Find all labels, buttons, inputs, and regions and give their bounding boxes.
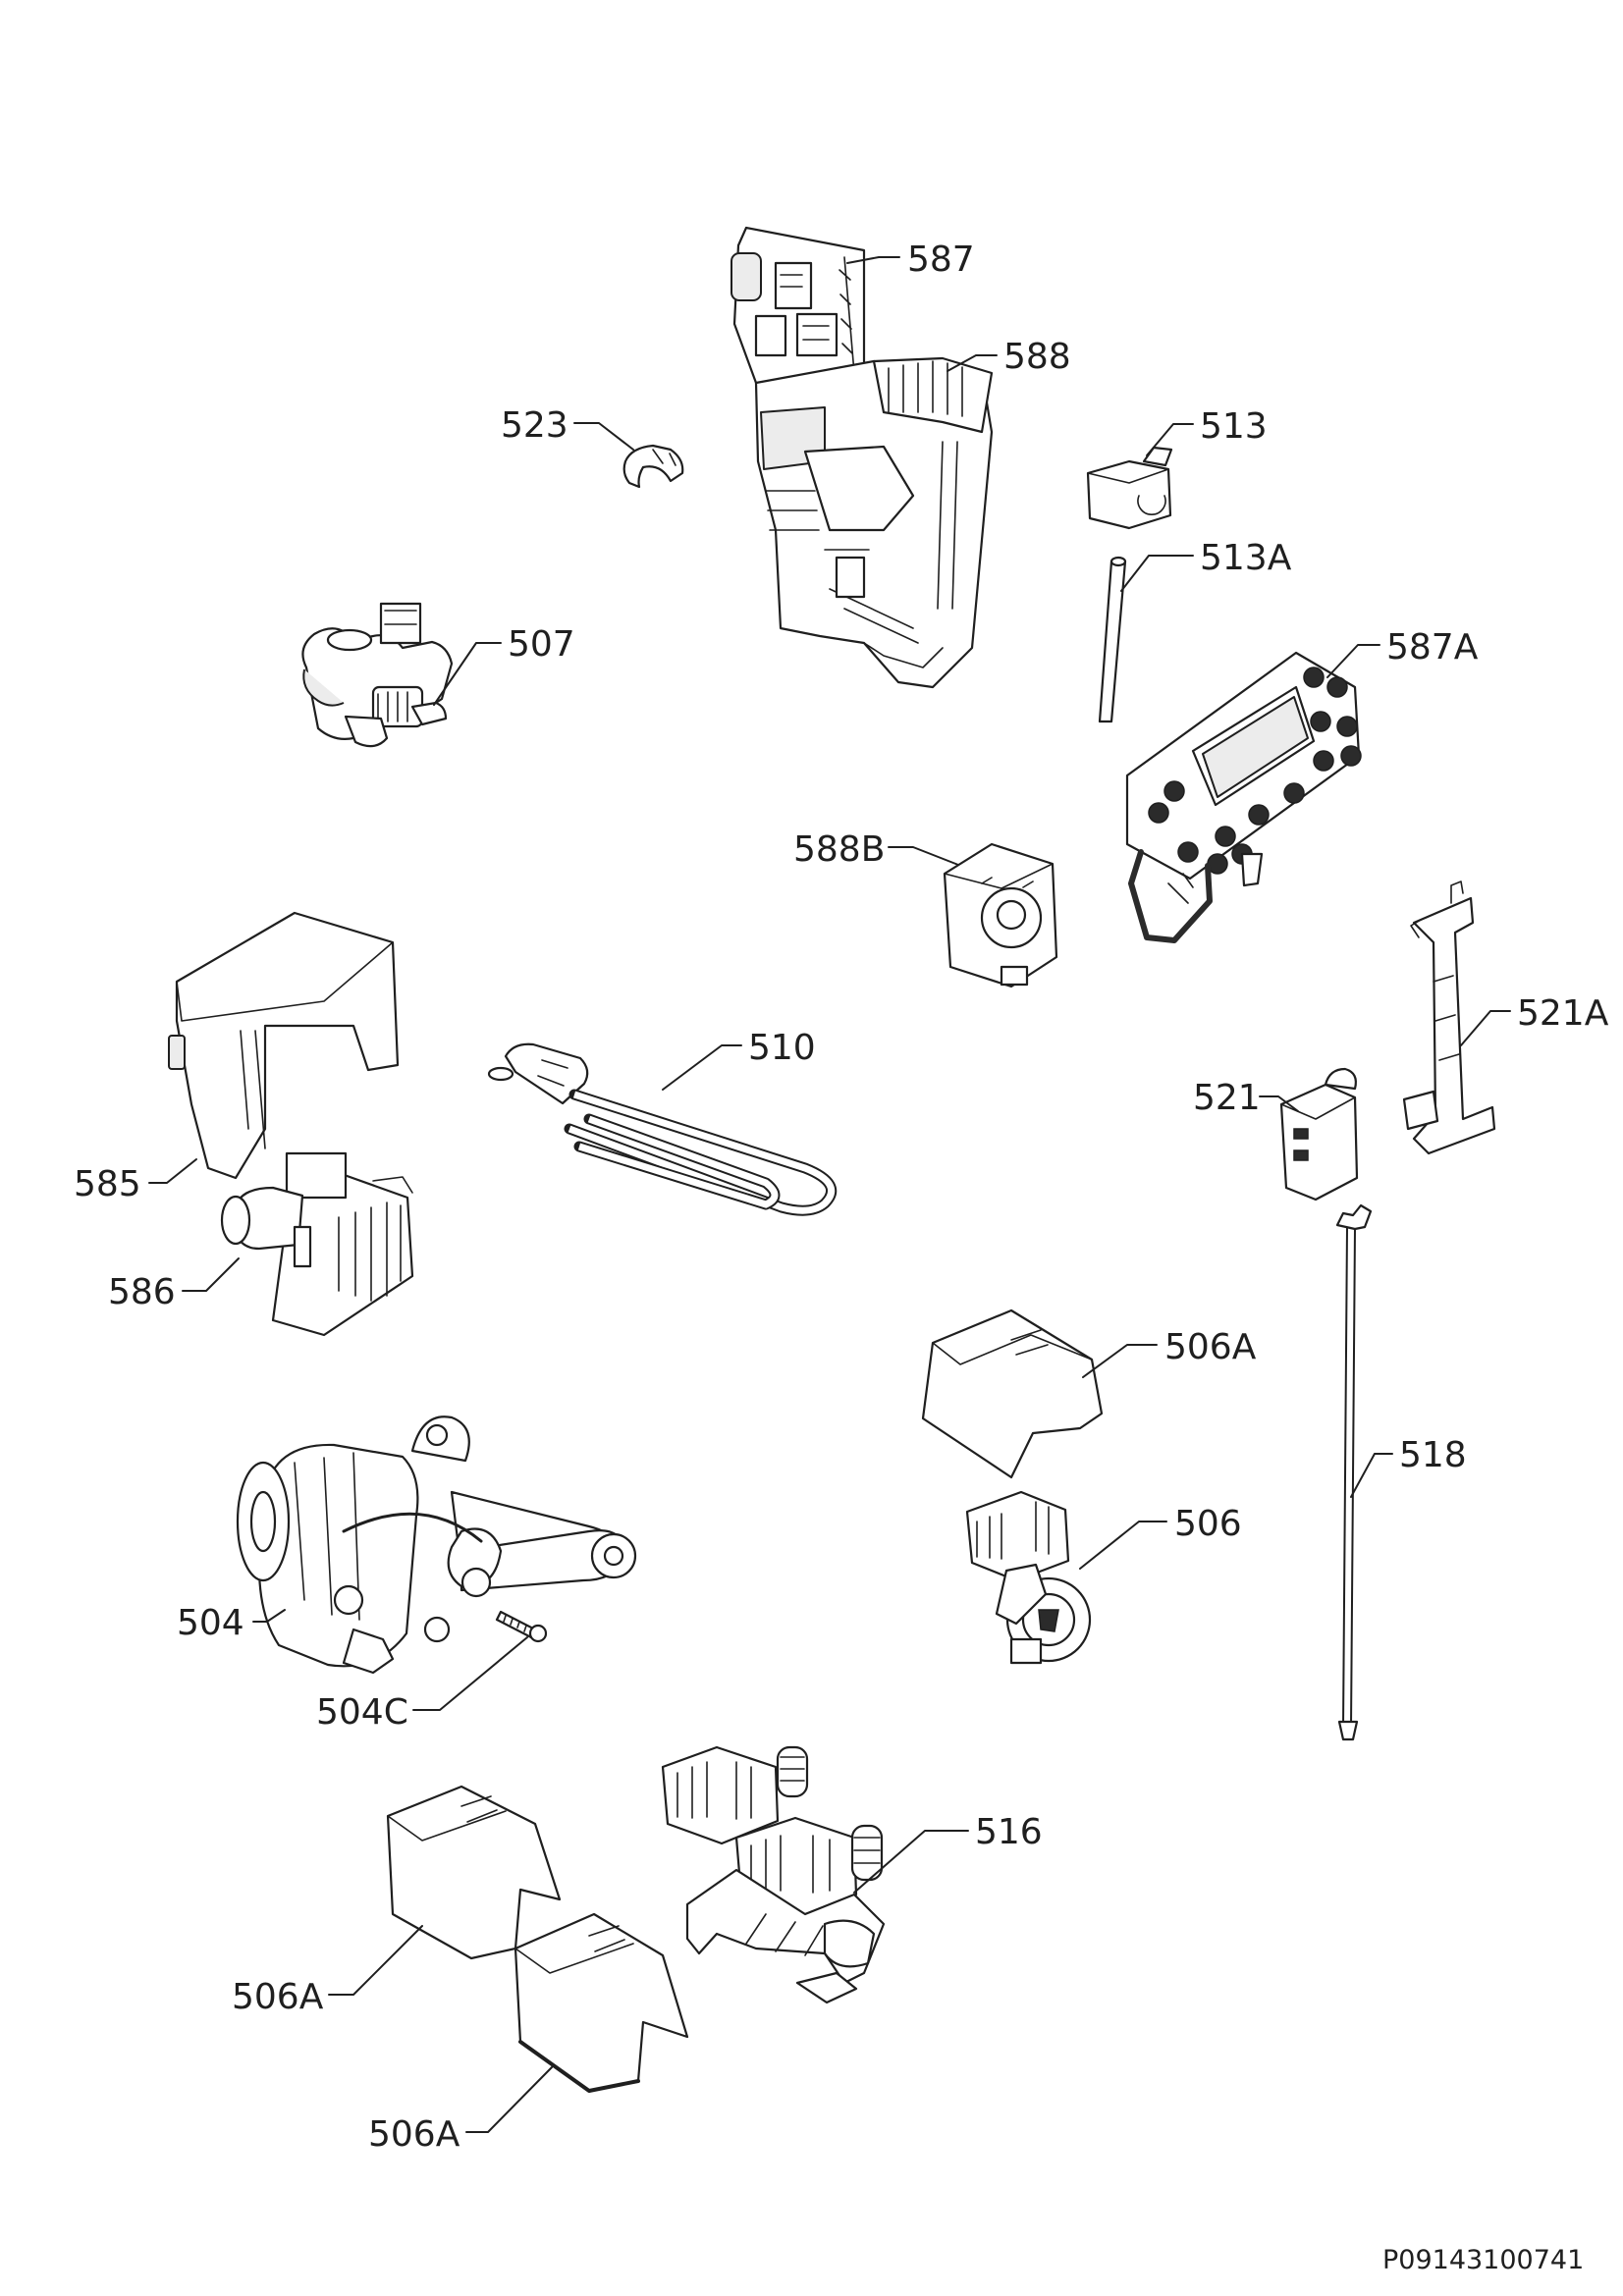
leader-587	[846, 256, 900, 264]
callout-506: 506	[1174, 1504, 1242, 1544]
leader-516	[853, 1830, 969, 1894]
part-504-motor	[236, 1415, 637, 1675]
part-506A-pump-cover-lower-1	[386, 1785, 562, 1960]
leader-510	[662, 1044, 742, 1091]
leader-518	[1350, 1453, 1393, 1498]
part-521A-bracket	[1402, 881, 1496, 1155]
part-516-pump-assembly	[661, 1745, 886, 2004]
callout-513: 513	[1200, 406, 1268, 447]
leader-588B	[888, 846, 959, 866]
callout-586: 586	[108, 1272, 176, 1312]
leader-587A	[1326, 644, 1380, 678]
callout-504C: 504C	[316, 1692, 408, 1733]
part-585-cover	[168, 911, 400, 1180]
document-id: P09143100741	[1382, 2245, 1584, 2275]
leader-506A-lower-1	[328, 1925, 423, 1996]
leader-585	[148, 1158, 197, 1184]
leader-521A	[1460, 1010, 1511, 1046]
part-510-heating-element	[487, 1042, 838, 1216]
callout-588: 588	[1003, 337, 1071, 377]
leader-506A-right	[1082, 1344, 1158, 1378]
part-506A-pump-cover-right	[921, 1308, 1104, 1479]
callout-510: 510	[748, 1028, 816, 1068]
part-521-door-lock	[1279, 1067, 1359, 1201]
leader-506	[1079, 1521, 1167, 1570]
part-513A-rod	[1098, 556, 1127, 723]
leader-504	[252, 1609, 286, 1623]
part-504C-screw	[495, 1610, 548, 1643]
part-518-cable	[1335, 1203, 1373, 1741]
leader-523	[573, 422, 634, 451]
callout-587: 587	[907, 240, 975, 280]
leader-513	[1146, 423, 1194, 456]
callout-523: 523	[501, 405, 568, 446]
leader-521	[1259, 1095, 1299, 1112]
part-588B-pressure-switch	[943, 842, 1058, 988]
leader-586	[182, 1257, 240, 1292]
callout-521: 521	[1193, 1078, 1261, 1118]
part-523-clip	[622, 444, 684, 489]
part-588-board-housing	[754, 356, 994, 689]
callout-labels: 587 588 523 513 513A 507 587A 588B 510 5…	[74, 240, 1609, 2155]
part-507-inlet-valve	[301, 602, 454, 748]
callout-521A: 521A	[1517, 993, 1609, 1034]
part-506A-pump-cover-lower-2	[514, 1912, 689, 2093]
callout-585: 585	[74, 1164, 141, 1204]
part-513-relay	[1086, 446, 1173, 530]
leader-588	[947, 354, 998, 372]
leader-507	[433, 642, 502, 706]
callout-516: 516	[975, 1812, 1043, 1852]
part-587-control-board	[730, 226, 866, 390]
leader-504C	[412, 1636, 528, 1711]
leader-lines	[148, 256, 1511, 2133]
callout-588B: 588B	[793, 829, 885, 870]
callout-506A-right: 506A	[1164, 1327, 1257, 1367]
part-586-motor-controller	[220, 1151, 414, 1337]
callout-507: 507	[508, 624, 575, 665]
callout-587A: 587A	[1386, 627, 1479, 667]
callout-504: 504	[177, 1603, 244, 1643]
part-506-drain-pump	[965, 1490, 1092, 1665]
leader-506A-lower-2	[465, 2066, 553, 2133]
callout-518: 518	[1399, 1435, 1467, 1475]
callout-506A-lower-1: 506A	[232, 1977, 324, 2017]
callout-513A: 513A	[1200, 538, 1292, 578]
leader-513A	[1120, 555, 1194, 592]
callout-506A-lower-2: 506A	[368, 2114, 460, 2155]
part-587A-display-board	[1125, 651, 1362, 943]
